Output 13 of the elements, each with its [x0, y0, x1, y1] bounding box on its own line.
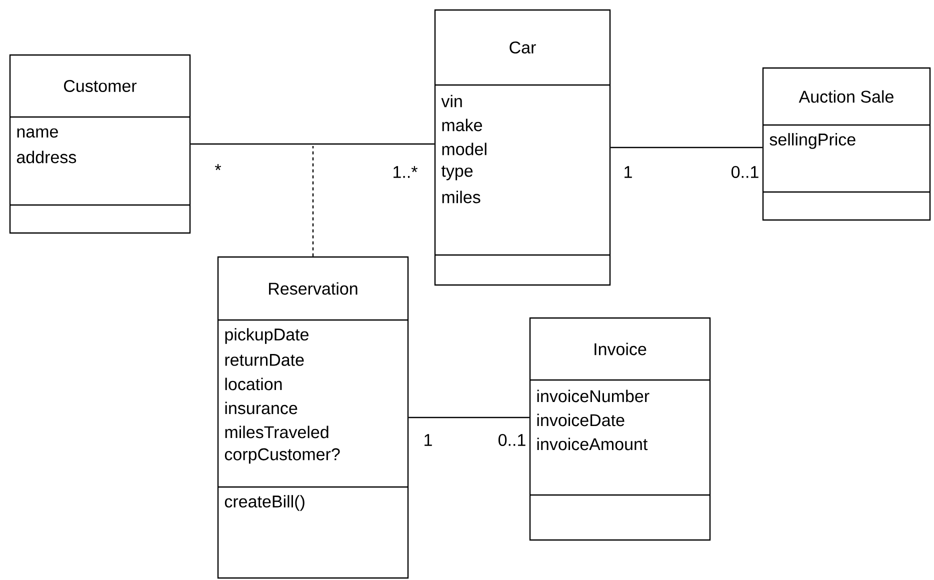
association-line — [408, 416, 530, 418]
multiplicity-label: 1..* — [394, 166, 418, 178]
multiplicity-label: 0..1 — [498, 434, 526, 446]
class-box: Customer name address — [9, 54, 191, 234]
association-line — [190, 143, 434, 145]
class-box: Reservation pickupDate returnDate location insurance milesTraveled corpCustomer? createBill() — [217, 256, 409, 579]
association-line — [610, 146, 762, 148]
multiplicity-label: * — [214, 164, 222, 170]
class-box: Auction Sale sellingPrice — [762, 67, 931, 221]
class-box: Car vin make model type miles — [434, 9, 611, 286]
class-box: Invoice invoiceNumber invoiceDate invoiceAmount — [529, 317, 711, 541]
association-line — [312, 146, 314, 256]
multiplicity-label: 1 — [424, 434, 432, 446]
